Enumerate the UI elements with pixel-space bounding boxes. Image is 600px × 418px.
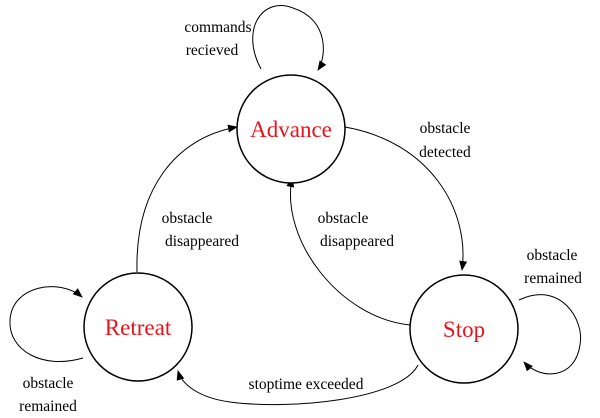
state-retreat-label: Retreat (105, 315, 172, 340)
edge-stop-to-retreat (176, 364, 419, 406)
label-line: obstacle (23, 375, 74, 392)
edge-retreat-self-loop (9, 286, 84, 363)
label-line: recieved (186, 42, 239, 59)
label-retreat-to-advance: obstacle disappeared (162, 210, 240, 250)
state-stop: Stop (409, 274, 519, 384)
label-stop-to-advance: obstacle disappeared (318, 210, 395, 250)
state-stop-circle (409, 274, 519, 384)
state-retreat-circle (83, 272, 193, 382)
label-advance-to-stop: obstacle detected (419, 120, 471, 161)
label-line: obstacle (527, 247, 578, 264)
label-line: detected (419, 144, 471, 161)
edge-stop-self-loop (518, 294, 582, 375)
label-retreat-self: obstacle remained (19, 375, 77, 415)
label-line: commands (184, 19, 251, 36)
label-stop-to-retreat: stoptime exceeded (249, 376, 364, 393)
label-line: remained (19, 398, 77, 415)
state-advance-label: Advance (250, 117, 332, 142)
state-stop-label: Stop (443, 317, 485, 342)
label-stop-self: obstacle remained (524, 247, 582, 287)
state-advance: Advance (236, 74, 346, 184)
state-retreat: Retreat (83, 272, 193, 382)
label-line: stoptime exceeded (249, 376, 364, 393)
state-advance-circle (236, 74, 346, 184)
label-line: disappeared (320, 233, 394, 250)
edge-retreat-to-advance (136, 124, 238, 273)
label-line: obstacle (420, 120, 471, 137)
label-commands-received: commands recieved (184, 19, 251, 59)
label-line: obstacle (318, 210, 369, 227)
edge-stop-to-advance (286, 177, 411, 326)
edge-advance-to-stop (344, 126, 468, 271)
label-line: obstacle (162, 210, 213, 227)
label-line: remained (524, 270, 582, 287)
edge-advance-self-loop (252, 5, 327, 71)
label-line: disappeared (165, 233, 239, 250)
